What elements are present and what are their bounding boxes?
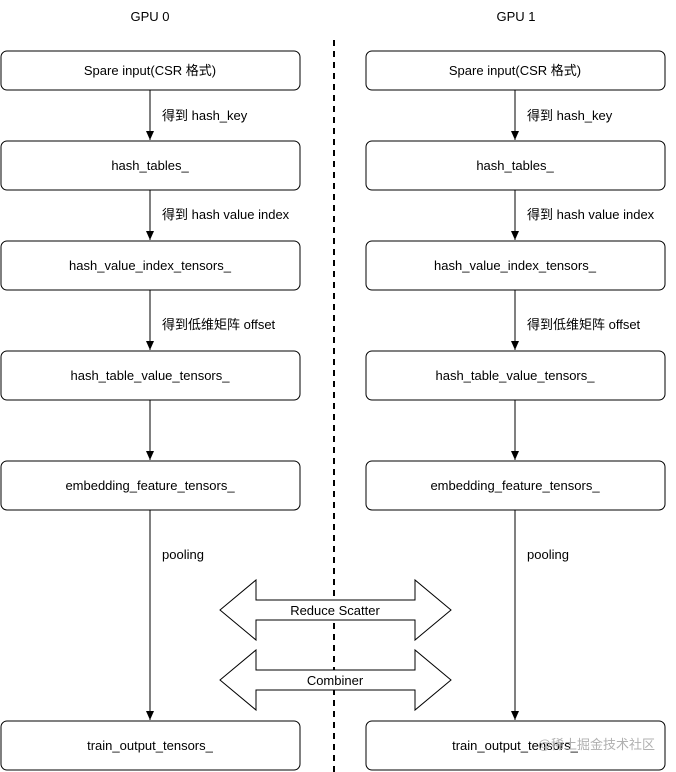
gpu1-node-hash-table-value-tensors: hash_table_value_tensors_: [365, 350, 666, 401]
gpu1-node-train-output-tensors: train_output_tensors_: [365, 720, 666, 771]
svg-text:Spare input(CSR 格式): Spare input(CSR 格式): [449, 63, 581, 78]
svg-text:embedding_feature_tensors_: embedding_feature_tensors_: [65, 478, 235, 493]
gpu0-edge-label-hash-key: 得到 hash_key: [162, 108, 248, 123]
combiner-arrow: Combiner: [219, 648, 452, 712]
svg-text:hash_table_value_tensors_: hash_table_value_tensors_: [435, 368, 595, 383]
svg-text:embedding_feature_tensors_: embedding_feature_tensors_: [430, 478, 600, 493]
gpu0-title: GPU 0: [130, 9, 169, 24]
gpu1-node-hash-tables: hash_tables_: [365, 140, 666, 191]
reduce-scatter-label: Reduce Scatter: [290, 603, 380, 618]
svg-text:hash_value_index_tensors_: hash_value_index_tensors_: [69, 258, 232, 273]
gpu1-edge-label-hash-value-index: 得到 hash value index: [527, 207, 655, 222]
svg-text:hash_table_value_tensors_: hash_table_value_tensors_: [70, 368, 230, 383]
gpu1-node-embedding-feature-tensors: embedding_feature_tensors_: [365, 460, 666, 511]
gpu0-node-spare-input: Spare input(CSR 格式): [0, 50, 301, 91]
svg-text:hash_value_index_tensors_: hash_value_index_tensors_: [434, 258, 597, 273]
gpu1-edge-label-offset: 得到低维矩阵 offset: [527, 317, 641, 332]
gpu0-node-hash-value-index-tensors: hash_value_index_tensors_: [0, 240, 301, 291]
gpu1-edge-label-hash-key: 得到 hash_key: [527, 108, 613, 123]
gpu1-node-spare-input: Spare input(CSR 格式): [365, 50, 666, 91]
gpu0-node-train-output-tensors: train_output_tensors_: [0, 720, 301, 771]
gpu0-edge-label-pooling: pooling: [162, 547, 204, 562]
gpu1-edge-label-pooling: pooling: [527, 547, 569, 562]
gpu0-node-hash-table-value-tensors: hash_table_value_tensors_: [0, 350, 301, 401]
svg-text:hash_tables_: hash_tables_: [476, 158, 554, 173]
svg-text:train_output_tensors_: train_output_tensors_: [452, 738, 579, 753]
svg-text:hash_tables_: hash_tables_: [111, 158, 189, 173]
combiner-label: Combiner: [307, 673, 364, 688]
svg-text:Spare input(CSR 格式): Spare input(CSR 格式): [84, 63, 216, 78]
svg-text:train_output_tensors_: train_output_tensors_: [87, 738, 214, 753]
gpu0-edge-label-offset: 得到低维矩阵 offset: [162, 317, 276, 332]
reduce-scatter-arrow: Reduce Scatter: [219, 578, 452, 642]
watermark-text: @稀土掘金技术社区: [538, 737, 655, 752]
gpu0-node-embedding-feature-tensors: embedding_feature_tensors_: [0, 460, 301, 511]
gpu0-edge-label-hash-value-index: 得到 hash value index: [162, 207, 290, 222]
gpu1-node-hash-value-index-tensors: hash_value_index_tensors_: [365, 240, 666, 291]
gpu1-title: GPU 1: [496, 9, 535, 24]
gpu0-node-hash-tables: hash_tables_: [0, 140, 301, 191]
